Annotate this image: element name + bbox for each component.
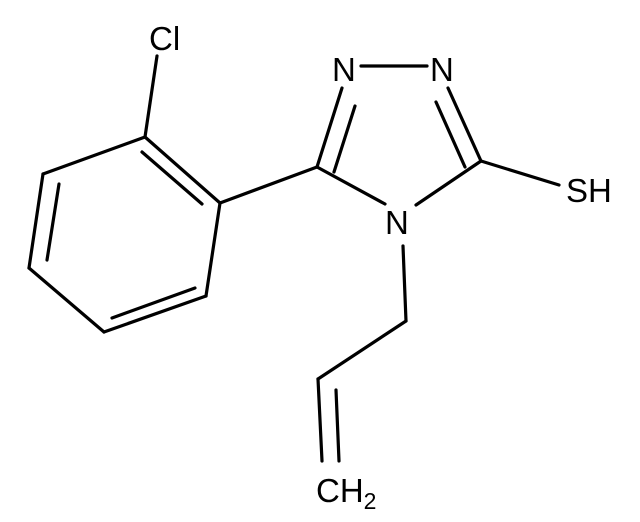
atom-n4: N: [385, 204, 409, 241]
bond-ring-c4-c5: [102, 294, 208, 334]
bond-c5-n1: [315, 86, 344, 169]
bond-ring-inner-c2-c3: [45, 182, 61, 262]
atom-n2: N: [430, 51, 454, 88]
bond-ring-c6-c1: [143, 135, 222, 205]
benzene-ring: [27, 135, 222, 334]
atom-ch2-subscript: 2: [364, 488, 377, 514]
bond-ring-c1-c2: [41, 135, 147, 176]
bond-ring-inner-c4-c5: [110, 286, 197, 320]
atom-sh: SH: [566, 172, 612, 209]
bond-c-sh: [479, 159, 561, 187]
bond-ch2-ch: [316, 319, 408, 381]
bond-n4-ch2: [401, 244, 408, 323]
bond-ring-inner-c6-c1: [140, 150, 204, 206]
bond-ch-ch2-terminal-double: [334, 388, 341, 463]
atom-ch2-terminal: CH2: [316, 472, 376, 514]
atom-n1: N: [332, 51, 356, 88]
triazole-ring: [315, 64, 483, 207]
bond-c-cl: [143, 54, 159, 139]
bond-c3-n4: [414, 159, 483, 207]
bond-ch-ch2-terminal: [316, 377, 324, 463]
bond-n2-c3: [446, 86, 483, 163]
bond-ring-c2-c3: [27, 172, 45, 270]
bond-c5-n1-double: [332, 104, 357, 174]
bond-n4-c5: [315, 165, 387, 206]
bond-n2-c3-double: [434, 100, 467, 169]
bond-ring-c3-c4: [27, 266, 106, 334]
bond-ring-c5-c6: [204, 201, 222, 298]
atom-ch2-main: CH: [316, 472, 364, 509]
atom-cl: Cl: [149, 20, 180, 57]
allyl-chain: [316, 244, 408, 463]
bond-phenyl-triazole: [218, 165, 319, 205]
